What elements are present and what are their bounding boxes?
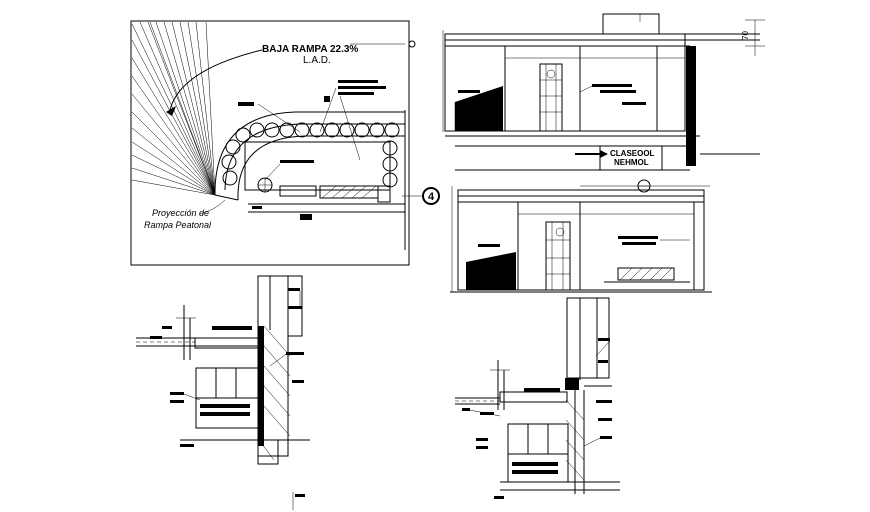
ramp-projection-label-line1: Proyección de — [152, 208, 209, 218]
ramp-radial-hatch — [131, 21, 216, 196]
elevation-top: 70 CLASEOOL NEHMOL — [442, 13, 765, 171]
elevation-middle — [450, 179, 712, 293]
section-marker-circle — [422, 187, 440, 205]
ramp-slope-subtitle: L.A.D. — [303, 55, 331, 66]
section-detail-left — [136, 275, 310, 510]
elevation-dimension-label: 70 — [741, 31, 750, 40]
elevation-label-line2: NEHMOL — [614, 158, 649, 167]
planter-circles — [221, 122, 400, 188]
section-marker-label: 4 — [428, 191, 435, 203]
ramp-projection-label-line2: Rampa Peatonal — [144, 220, 212, 230]
elevation-label-line1: CLASEOOL — [610, 149, 655, 158]
section-detail-right — [455, 297, 620, 499]
ramp-plan-view: 4 BAJA RAMPA 22.3% L.A.D. Proyección de … — [130, 20, 440, 266]
ramp-slope-title: BAJA RAMPA 22.3% — [262, 44, 358, 55]
